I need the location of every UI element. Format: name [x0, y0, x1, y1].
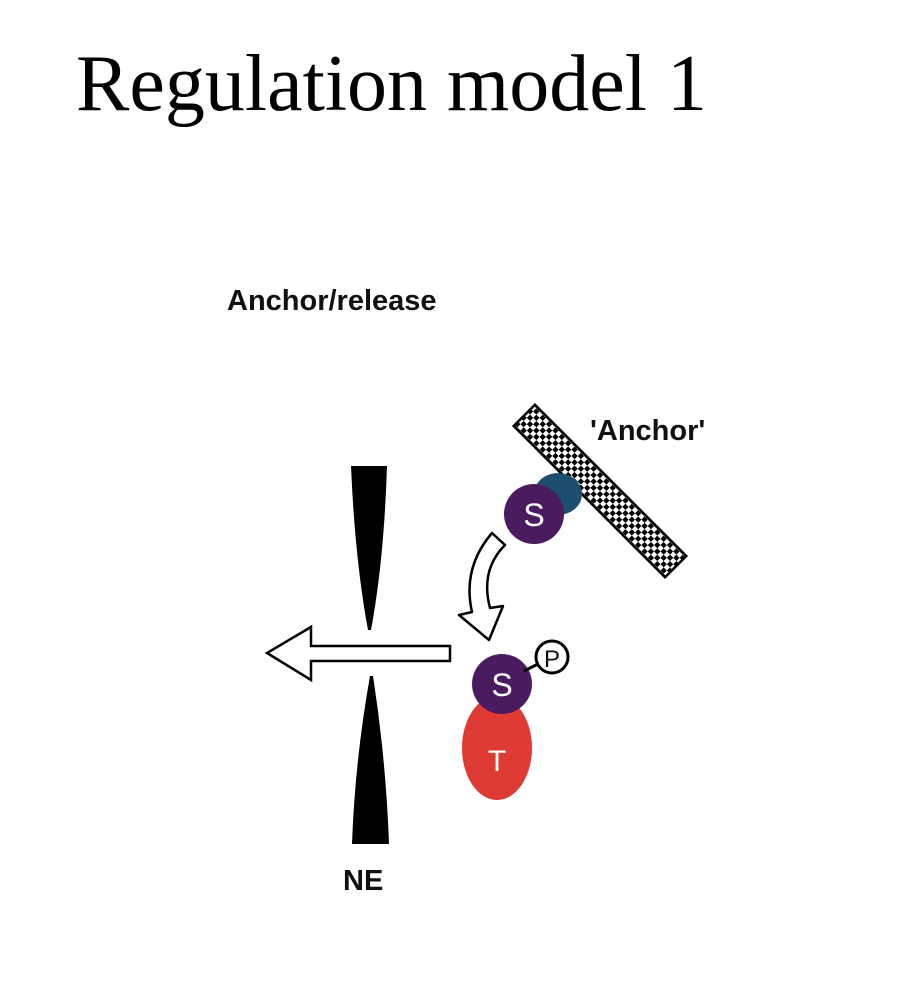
export-arrow	[264, 624, 452, 683]
s-protein-phosphorylated	[472, 654, 532, 714]
anchor-label: 'Anchor'	[590, 415, 705, 447]
t-protein	[462, 696, 532, 800]
nuclear-envelope-lower	[352, 676, 389, 844]
phosphate-circle	[534, 639, 570, 675]
anchor-bar	[511, 402, 689, 580]
t-protein-label: T	[488, 745, 506, 778]
phosphate-bond	[523, 662, 539, 673]
s-protein-anchored-label: S	[523, 497, 544, 533]
phosphate-label: P	[544, 646, 560, 673]
slide-title: Regulation model 1	[76, 40, 708, 128]
ne-label: NE	[343, 865, 383, 897]
nuclear-envelope-upper	[351, 466, 387, 630]
release-arrow	[457, 531, 507, 642]
diagram-subtitle: Anchor/release	[227, 285, 437, 317]
s-protein-phosphorylated-label: S	[491, 667, 512, 703]
s-protein-anchored	[504, 484, 564, 544]
